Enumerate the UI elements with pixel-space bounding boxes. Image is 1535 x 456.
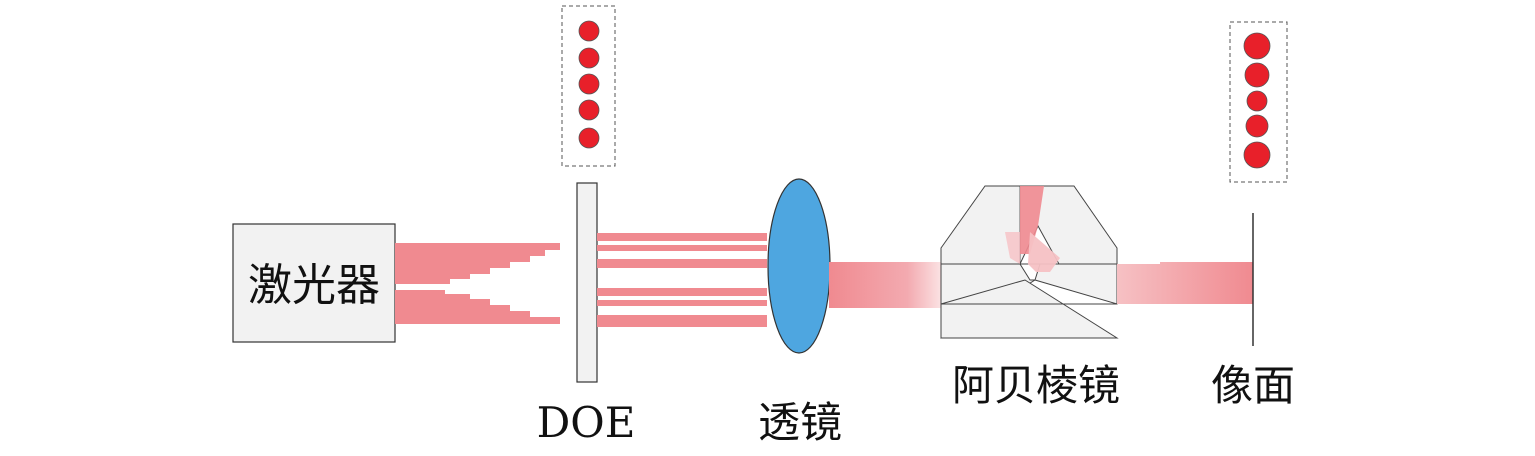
spot [578, 73, 600, 95]
axicon-prism [940, 185, 1119, 339]
axicon-label: 阿贝棱镜 [952, 361, 1120, 410]
laser-beam [395, 243, 560, 324]
doe-label: DOE [537, 398, 636, 447]
laser-label: 激光器 [248, 260, 380, 311]
lens-label: 透镜 [758, 398, 842, 447]
spot [578, 20, 600, 42]
split-beams [597, 233, 767, 327]
image-spot-pattern [1229, 21, 1288, 183]
output-beam [1117, 262, 1253, 304]
spot [1244, 62, 1270, 88]
spot [578, 47, 600, 69]
spot [578, 99, 600, 121]
spot [1245, 114, 1269, 138]
image-plane-label: 像面 [1211, 361, 1295, 410]
spot [1243, 32, 1271, 60]
spot [1243, 141, 1271, 169]
collimated-beam [829, 262, 941, 308]
doe-spot-pattern [561, 5, 616, 167]
laser-source: 激光器 [232, 223, 396, 343]
spot [578, 127, 600, 149]
lens [767, 178, 831, 354]
spot [1246, 90, 1268, 112]
doe-plate [576, 182, 598, 383]
